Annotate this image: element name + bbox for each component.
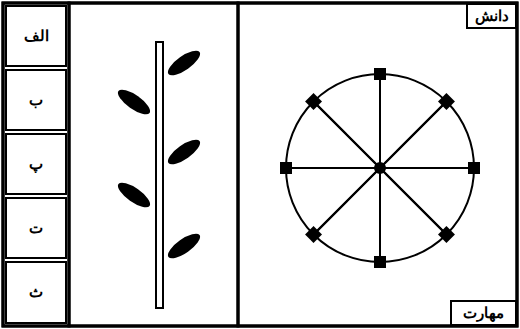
label-text: دانش (475, 8, 509, 25)
wheel-knob (468, 162, 480, 174)
leaf (164, 46, 203, 79)
wheel-panel (238, 3, 517, 326)
wheel-knob (280, 162, 292, 174)
plant-stem (156, 42, 163, 308)
wheel-knob (305, 93, 322, 110)
letter-column (3, 3, 69, 326)
leaf (114, 178, 153, 211)
letter-cell: ت (5, 197, 67, 259)
label-text: ب (29, 92, 43, 109)
wheel-spoke (314, 102, 447, 235)
leaf (164, 229, 203, 262)
corner-label: مهارت (450, 300, 517, 326)
wheel-rim (286, 74, 474, 262)
label-text: مهارت (463, 305, 504, 322)
label-text: ت (29, 220, 43, 237)
letter-cell: پ (5, 133, 67, 195)
wheel-knob (438, 226, 455, 243)
plant (114, 42, 203, 308)
leaf (114, 85, 153, 118)
leaf (164, 135, 203, 168)
wheel-knob (374, 68, 386, 80)
wheel-hub (374, 162, 386, 174)
letter-cell: ب (5, 69, 67, 131)
wheel-knob (438, 93, 455, 110)
letter-cell: ث (5, 261, 67, 324)
outer-frame (3, 3, 517, 326)
label-text: ث (29, 284, 43, 301)
wheel (280, 68, 480, 268)
wheel-knob (305, 226, 322, 243)
label-text: الف (24, 28, 49, 45)
label-text: پ (29, 156, 43, 173)
plant-panel (69, 3, 238, 326)
letter-cell: الف (5, 5, 67, 67)
wheel-knob (374, 256, 386, 268)
corner-label: دانش (466, 3, 517, 29)
